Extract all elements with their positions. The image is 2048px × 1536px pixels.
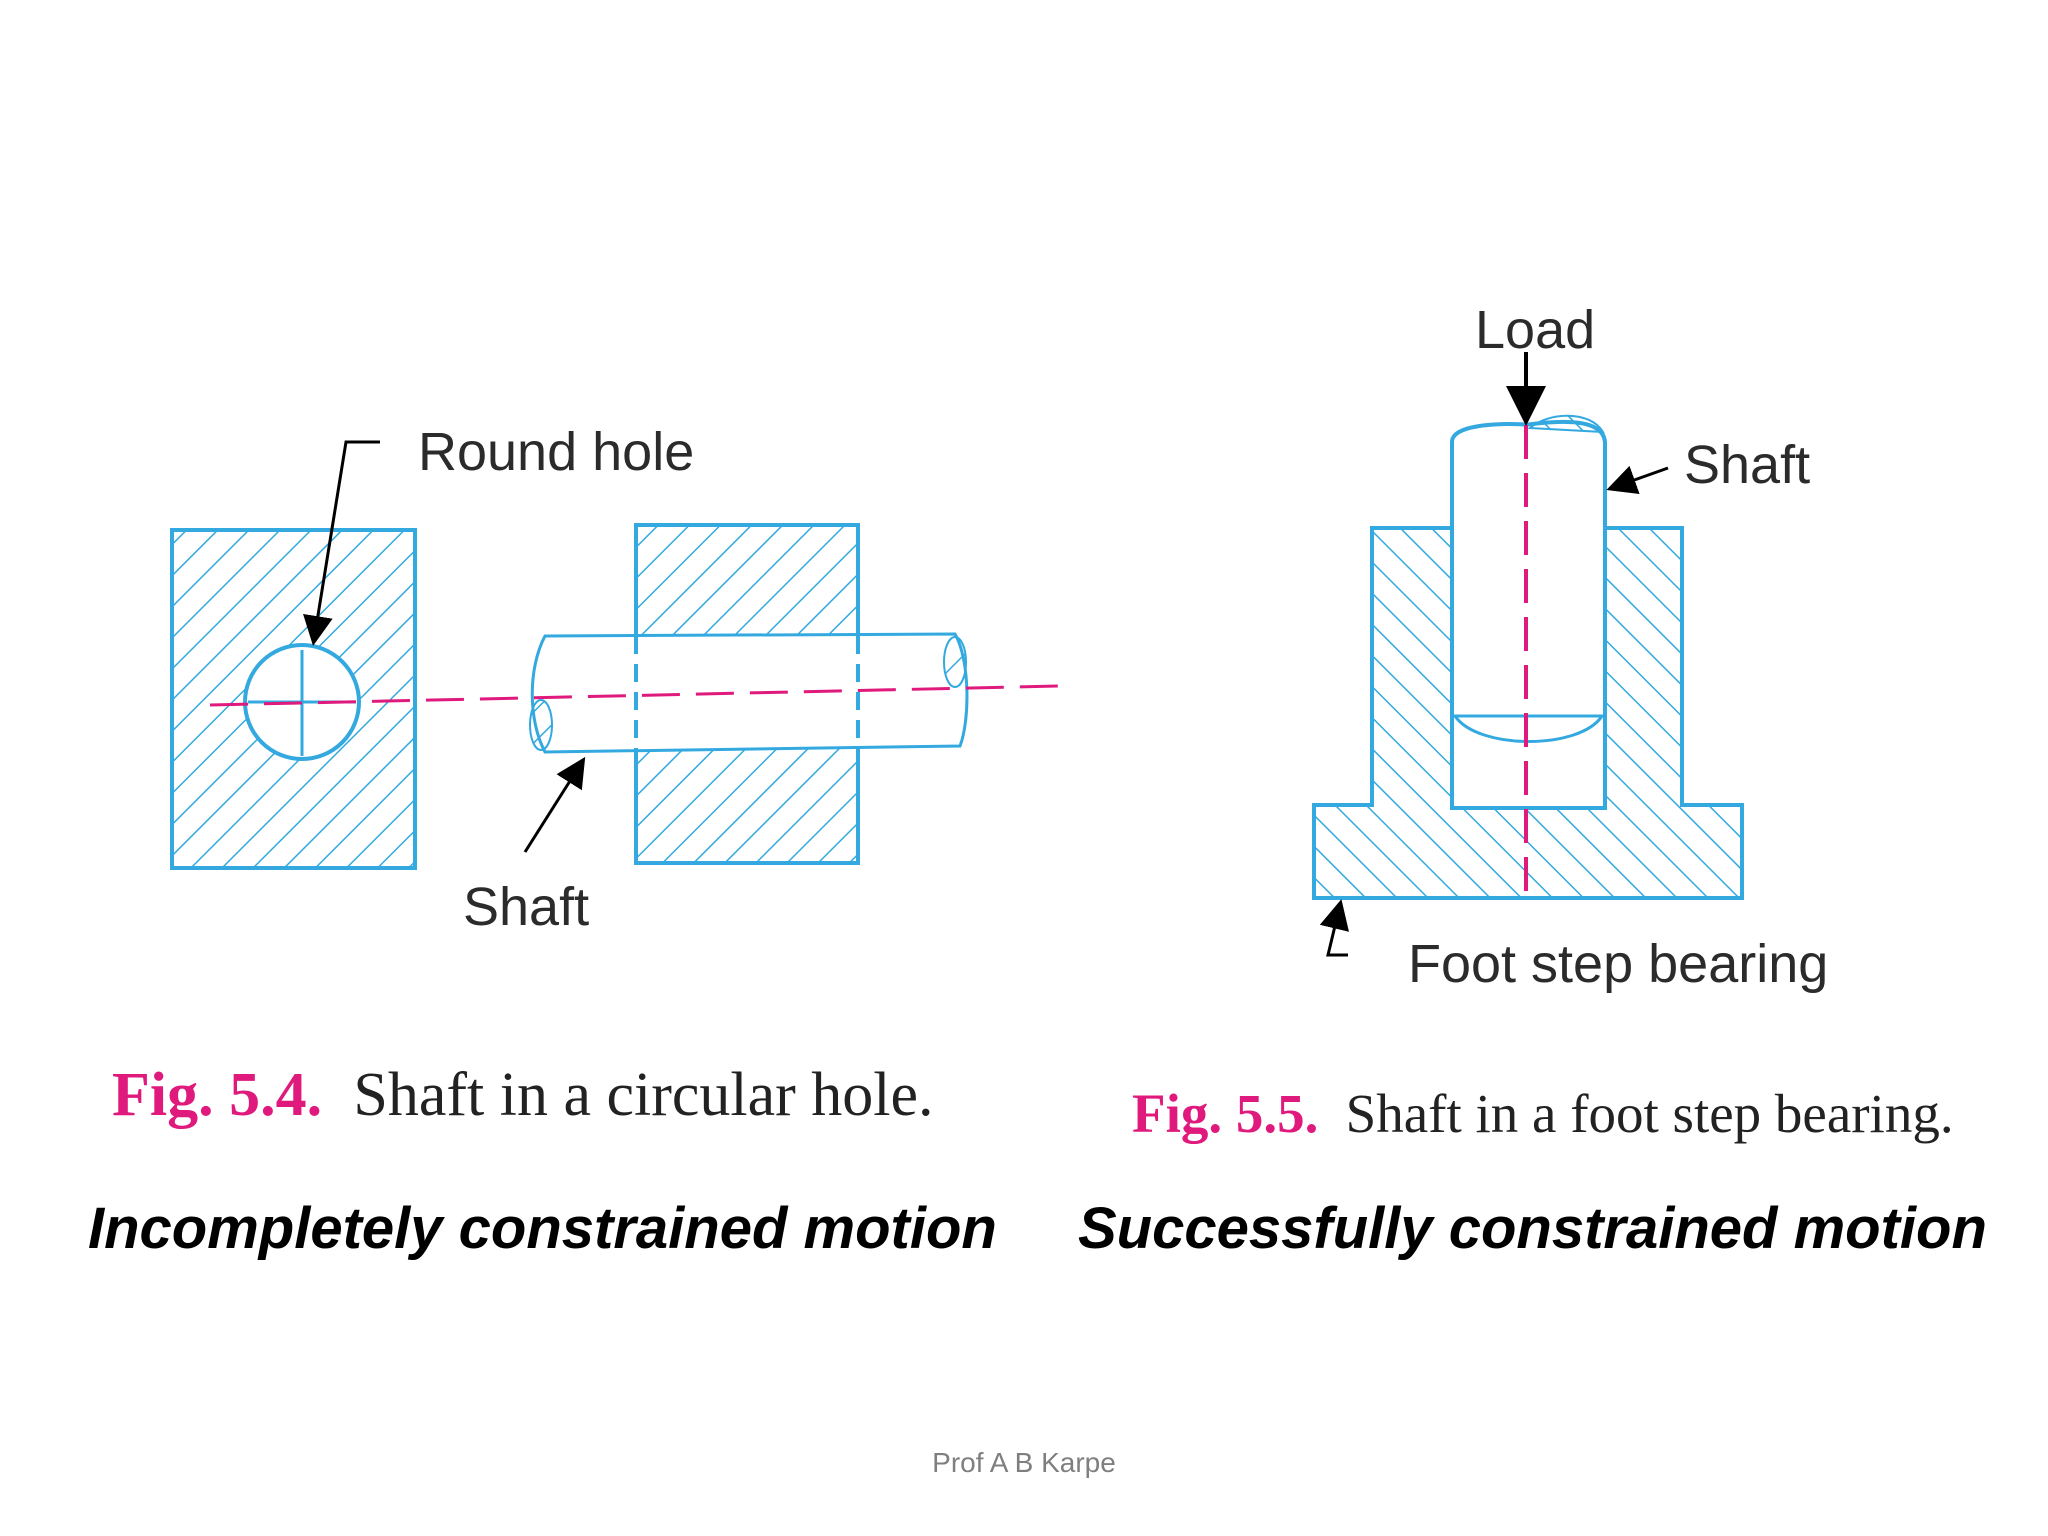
successfully-constrained-heading: Successfully constrained motion bbox=[1078, 1196, 1987, 1261]
round-hole bbox=[243, 643, 361, 761]
bearing-label: Foot step bearing bbox=[1408, 934, 1828, 994]
shaft-label-fig55: Shaft bbox=[1684, 435, 1810, 495]
fig-5-5-caption-number: Fig. 5.5. bbox=[1132, 1083, 1318, 1144]
fig-5-4-caption: Fig. 5.4. Shaft in a circular hole. bbox=[112, 1060, 934, 1129]
shaft-leader-fig55 bbox=[1606, 465, 1669, 495]
fig-5-4-caption-text: Shaft in a circular hole. bbox=[353, 1061, 933, 1129]
fig-5-5-diagram: Load Shaft Foot step bearing Fig. 5.5. S… bbox=[1132, 300, 1954, 1144]
vertical-shaft bbox=[1450, 414, 1607, 810]
bearing-leader bbox=[1319, 899, 1349, 957]
fig-5-5-caption-text: Shaft in a foot step bearing. bbox=[1346, 1083, 1954, 1144]
fig-5-4-diagram: Round hole Shaft Fig. 5.4. Shaft in a ci… bbox=[112, 422, 1061, 1129]
shaft-leader bbox=[523, 756, 586, 853]
fig-5-4-centerline bbox=[209, 684, 1061, 707]
round-hole-label: Round hole bbox=[418, 422, 694, 482]
load-label: Load bbox=[1475, 300, 1595, 360]
horizontal-shaft bbox=[529, 632, 969, 754]
fig-5-5-caption: Fig. 5.5. Shaft in a foot step bearing. bbox=[1132, 1082, 1954, 1144]
round-hole-leader bbox=[303, 440, 380, 646]
incompletely-constrained-heading: Incompletely constrained motion bbox=[88, 1196, 997, 1261]
fig-5-4-caption-number: Fig. 5.4. bbox=[112, 1061, 322, 1129]
footer-author: Prof A B Karpe bbox=[932, 1447, 1116, 1478]
shaft-label-fig54: Shaft bbox=[463, 877, 589, 937]
